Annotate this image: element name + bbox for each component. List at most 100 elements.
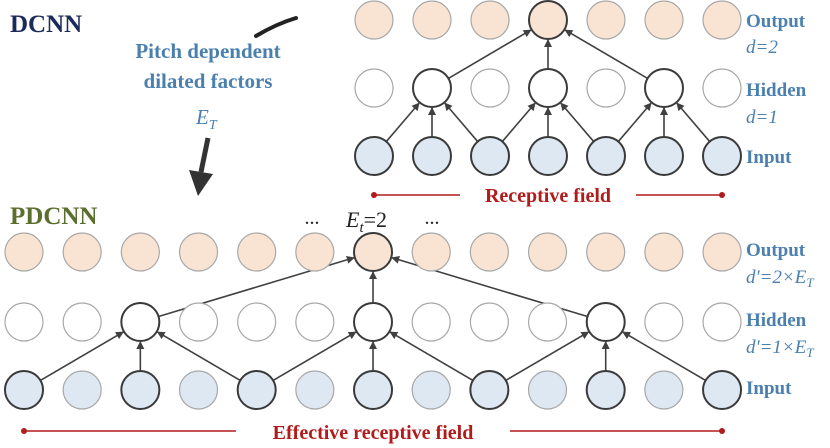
receptive-field-label: Receptive field	[485, 185, 611, 207]
dcnn-hidden-node	[644, 68, 684, 108]
pen-stroke-decoration	[254, 16, 298, 38]
dcnn-input-node	[586, 136, 626, 176]
pdcnn-input-node	[527, 370, 568, 410]
dcnn-input-node	[412, 136, 452, 176]
pdcnn-hidden-node	[178, 302, 219, 342]
dcnn-hidden-dilation: d=1	[746, 107, 778, 128]
dcnn-input-node	[470, 136, 510, 176]
pdcnn-hidden-node	[527, 302, 568, 342]
connection-arrow	[617, 102, 652, 143]
connection-arrow	[501, 102, 536, 143]
dcnn-hidden-node	[470, 68, 510, 108]
dcnn-input-label: Input	[746, 147, 792, 168]
pitch-note-line2: dilated factors	[144, 69, 273, 93]
pdcnn-hidden-dilation: d'=1×ET	[746, 337, 814, 360]
pdcnn-output-node	[411, 232, 451, 272]
pdcnn-input-node	[236, 370, 277, 410]
pdcnn-input-node	[353, 370, 394, 410]
pdcnn-output-node	[178, 232, 219, 272]
dcnn-output-node	[412, 0, 452, 40]
pdcnn-hidden-node	[4, 302, 44, 342]
dcnn-output-node	[702, 0, 742, 40]
connection-arrow	[564, 29, 649, 80]
dcnn-output-label: Output	[746, 11, 806, 32]
pdcnn-nodes	[4, 232, 743, 410]
dcnn-output-node	[644, 0, 684, 40]
dcnn-receptive-field: Receptive field	[371, 185, 725, 207]
pitch-note-line1: Pitch dependent	[135, 39, 280, 63]
ellipsis-right: ...	[425, 207, 440, 229]
connection-arrow	[444, 102, 479, 143]
pdcnn-output-node	[120, 232, 160, 272]
pdcnn-output-node	[4, 232, 44, 272]
dcnn-hidden-label: Hidden	[746, 80, 807, 101]
pdcnn-output-node	[237, 232, 277, 272]
pdcnn-output-node	[62, 232, 102, 272]
connection-arrow	[676, 102, 711, 143]
connection-arrow	[505, 331, 590, 382]
connection-arrow	[272, 331, 357, 382]
pdcnn-input-label: Input	[746, 378, 792, 399]
et-label: Et=2	[345, 207, 387, 236]
pdcnn-hidden-node	[702, 302, 742, 342]
pdcnn-hidden-node	[585, 302, 626, 342]
pdcnn-hidden-node	[353, 302, 394, 342]
pdcnn-input-node	[644, 370, 684, 410]
pdcnn-input-node	[411, 370, 451, 410]
pdcnn-output-node	[527, 232, 568, 272]
dcnn-output-node	[354, 0, 394, 40]
dcnn-output-node	[586, 0, 626, 40]
pdcnn-output-node	[469, 232, 509, 272]
connection-arrow	[389, 331, 474, 382]
pdcnn-input-node	[469, 370, 510, 410]
dcnn-output-node	[528, 0, 568, 40]
dcnn-hidden-node	[354, 68, 394, 108]
dcnn-hidden-node	[528, 68, 568, 108]
pdcnn-hidden-node	[237, 302, 277, 342]
dcnn-input-node	[528, 136, 568, 176]
pdcnn-input-node	[295, 370, 335, 410]
connection-arrow	[447, 29, 532, 80]
pdcnn-input-node	[120, 370, 161, 410]
connection-arrow	[622, 331, 707, 382]
pdcnn-hidden-node	[62, 302, 102, 342]
dcnn-title: DCNN	[10, 11, 82, 38]
pdcnn-output-node	[295, 232, 335, 272]
ellipsis-left: ...	[305, 207, 320, 229]
dcnn-hidden-node	[412, 68, 452, 108]
pdcnn-input-node	[178, 370, 219, 410]
pitch-note-symbol: ET	[195, 105, 218, 133]
pdcnn-input-node	[702, 370, 743, 410]
pdcnn-output-node	[353, 232, 394, 272]
connection-arrow	[560, 102, 595, 143]
pdcnn-input-node	[585, 370, 626, 410]
dcnn-output-node	[470, 0, 510, 40]
down-arrow-icon	[189, 137, 213, 196]
pdcnn-hidden-node	[644, 302, 684, 342]
dcnn-input-node	[354, 136, 394, 176]
connection-arrow	[385, 102, 420, 143]
pdcnn-hidden-label: Hidden	[746, 310, 807, 331]
pdcnn-input-node	[62, 370, 102, 410]
dcnn-nodes	[354, 0, 742, 176]
pdcnn-output-dilation: d'=2×ET	[746, 267, 814, 290]
pdcnn-title: PDCNN	[10, 203, 98, 230]
effective-receptive-field-label: Effective receptive field	[273, 422, 474, 444]
dcnn-hidden-node	[586, 68, 626, 108]
pdcnn-hidden-node	[295, 302, 335, 342]
pdcnn-effective-receptive-field: Effective receptive field	[21, 422, 725, 444]
pdcnn-hidden-node	[120, 302, 161, 342]
pdcnn-hidden-node	[469, 302, 509, 342]
pdcnn-output-label: Output	[746, 240, 806, 261]
pdcnn-output-node	[586, 232, 626, 272]
pdcnn-input-node	[4, 370, 44, 410]
dcnn-hidden-node	[702, 68, 742, 108]
pdcnn-output-node	[702, 232, 742, 272]
pdcnn-hidden-node	[411, 302, 451, 342]
dcnn-input-node	[702, 136, 742, 176]
dcnn-connections	[385, 29, 711, 143]
connection-arrow	[39, 331, 124, 382]
dcnn-input-node	[644, 136, 684, 176]
pdcnn-output-node	[644, 232, 684, 272]
